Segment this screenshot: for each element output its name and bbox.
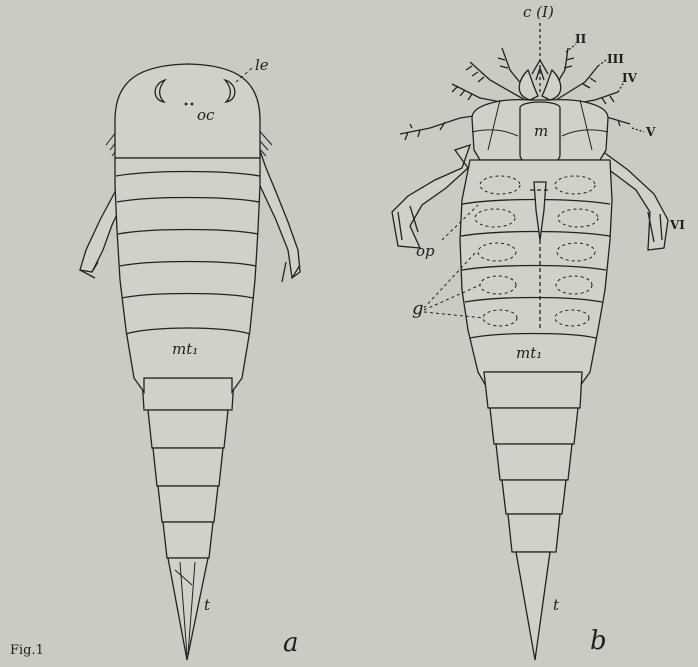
tail-segment-a-3	[153, 448, 223, 486]
specimen-a-dorsal	[80, 64, 300, 660]
tail-segment-b-5	[508, 514, 560, 552]
dot-leader-III	[598, 60, 606, 66]
coxa-left-b	[519, 70, 538, 100]
label-m: m	[534, 124, 548, 139]
label-mt1-b: mt₁	[516, 346, 542, 361]
label-III: III	[607, 53, 624, 65]
tail-segment-a-4	[158, 486, 218, 522]
tail-segment-a-2	[148, 410, 228, 448]
label-IV: IV	[622, 72, 637, 84]
appendage-III-left	[466, 62, 525, 100]
appendage-III-right	[556, 66, 598, 100]
tail-segment-a-5	[163, 522, 213, 558]
label-VI: VI	[670, 219, 685, 231]
label-le: le	[255, 58, 269, 73]
label-t-b: t	[553, 598, 559, 613]
panel-b-letter: b	[590, 628, 607, 654]
carapace-a	[115, 64, 260, 158]
label-op: op	[416, 244, 435, 259]
telson-a	[168, 558, 208, 660]
label-V: V	[646, 126, 655, 138]
label-mt1-a: mt₁	[172, 342, 198, 357]
label-II: II	[575, 33, 586, 45]
label-g: g	[412, 300, 424, 318]
tail-segment-b-3	[496, 444, 572, 480]
dot-leader-V	[632, 128, 644, 132]
tail-segment-b-2	[490, 408, 578, 444]
figure-label: Fig.1	[10, 644, 44, 657]
paddle-leg-left-b	[392, 145, 470, 248]
label-oc: oc	[197, 108, 214, 123]
tail-segment-b-4	[502, 480, 566, 514]
label-t-a: t	[204, 598, 210, 613]
coxa-right-b	[542, 70, 561, 100]
tail-segment-a-1	[142, 378, 234, 410]
tail-segment-b-1	[484, 372, 582, 408]
label-c-I: c (I)	[523, 5, 554, 20]
ocellus-left	[185, 103, 188, 106]
panel-a-letter: a	[283, 630, 299, 656]
ocellus-right	[191, 103, 194, 106]
telson-b	[516, 552, 550, 660]
specimen-b-ventral	[392, 20, 668, 660]
